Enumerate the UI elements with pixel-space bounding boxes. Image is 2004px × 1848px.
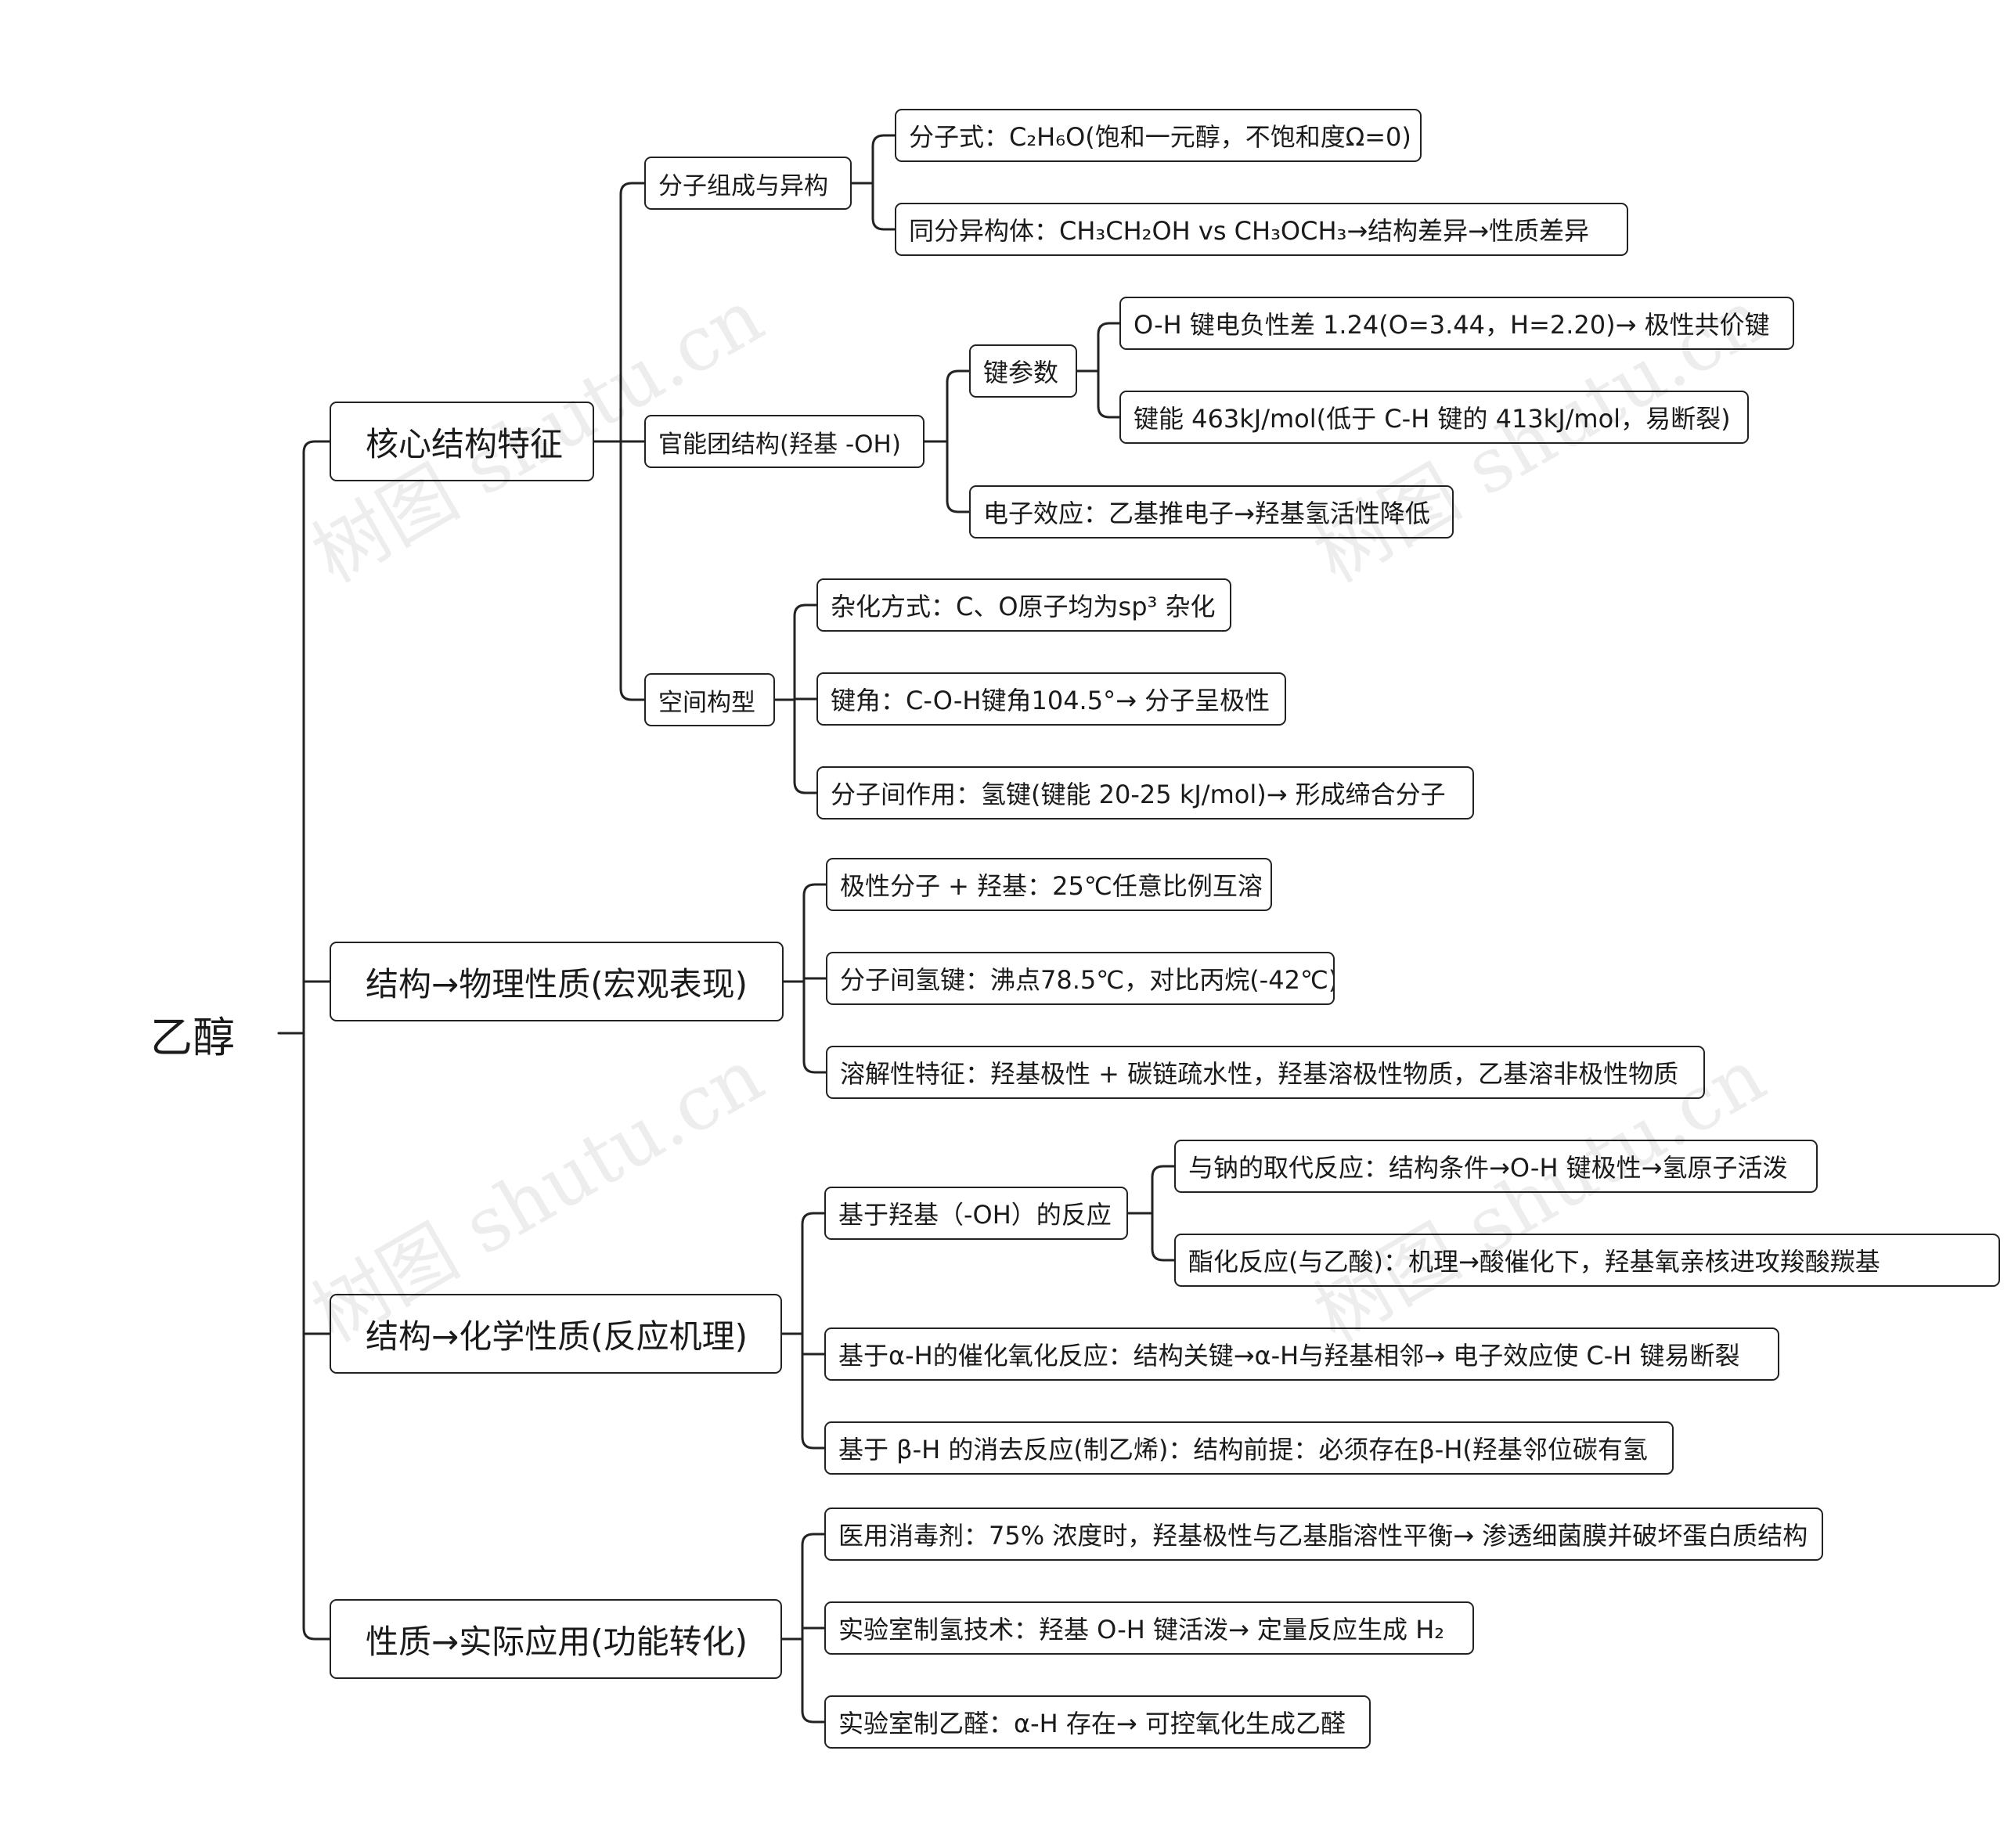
branch-chemical-properties[interactable]: 结构→化学性质(反应机理) [330, 1294, 782, 1374]
leaf-miscibility[interactable]: 极性分子 + 羟基：25℃任意比例互溶 [826, 858, 1272, 911]
branch-core-structure[interactable]: 核心结构特征 [330, 402, 594, 481]
leaf-electronegativity[interactable]: O-H 键电负性差 1.24(O=3.44，H=2.20)→ 极性共价键 [1119, 297, 1794, 350]
leaf-alpha-h-oxidation[interactable]: 基于α-H的催化氧化反应：结构关键→α-H与羟基相邻→ 电子效应使 C-H 键易… [824, 1327, 1779, 1381]
node-spatial-configuration[interactable]: 空间构型 [644, 673, 775, 726]
leaf-beta-h-elimination[interactable]: 基于 β-H 的消去反应(制乙烯)：结构前提：必须存在β-H(羟基邻位碳有氢 [824, 1421, 1674, 1475]
leaf-hydrogen-production[interactable]: 实验室制氢技术：羟基 O-H 键活泼→ 定量反应生成 H₂ [824, 1601, 1474, 1655]
node-composition-isomerism[interactable]: 分子组成与异构 [644, 157, 852, 210]
branch-physical-properties[interactable]: 结构→物理性质(宏观表现) [330, 942, 784, 1021]
node-functional-group[interactable]: 官能团结构(羟基 -OH) [644, 415, 925, 468]
leaf-hybridization[interactable]: 杂化方式：C、O原子均为sp³ 杂化 [816, 578, 1231, 632]
leaf-electronic-effect[interactable]: 电子效应：乙基推电子→羟基氢活性降低 [969, 485, 1454, 539]
node-hydroxyl-reactions[interactable]: 基于羟基（-OH）的反应 [824, 1187, 1128, 1240]
leaf-bond-energy[interactable]: 键能 463kJ/mol(低于 C-H 键的 413kJ/mol，易断裂) [1119, 391, 1749, 444]
leaf-intermolecular-forces[interactable]: 分子间作用：氢键(键能 20-25 kJ/mol)→ 形成缔合分子 [816, 766, 1474, 820]
leaf-boiling-point[interactable]: 分子间氢键：沸点78.5℃，对比丙烷(-42℃) [826, 952, 1335, 1005]
leaf-esterification[interactable]: 酯化反应(与乙酸)：机理→酸催化下，羟基氧亲核进攻羧酸羰基 [1174, 1234, 2000, 1287]
node-bond-parameters[interactable]: 键参数 [969, 344, 1077, 398]
leaf-solubility[interactable]: 溶解性特征：羟基极性 + 碳链疏水性，羟基溶极性物质，乙基溶非极性物质 [826, 1046, 1705, 1099]
leaf-acetaldehyde-production[interactable]: 实验室制乙醛：α-H 存在→ 可控氧化生成乙醛 [824, 1695, 1371, 1749]
leaf-medical-disinfectant[interactable]: 医用消毒剂：75% 浓度时，羟基极性与乙基脂溶性平衡→ 渗透细菌膜并破坏蛋白质结… [824, 1508, 1823, 1561]
leaf-molecular-formula[interactable]: 分子式：C₂H₆O(饱和一元醇，不饱和度Ω=0) [895, 109, 1422, 162]
leaf-bond-angle[interactable]: 键角：C-O-H键角104.5°→ 分子呈极性 [816, 672, 1286, 726]
leaf-sodium-substitution[interactable]: 与钠的取代反应：结构条件→O-H 键极性→氢原子活泼 [1174, 1140, 1818, 1193]
branch-applications[interactable]: 性质→实际应用(功能转化) [330, 1599, 782, 1679]
root-node[interactable]: 乙醇 [150, 1012, 235, 1062]
leaf-isomers[interactable]: 同分异构体：CH₃CH₂OH vs CH₃OCH₃→结构差异→性质差异 [895, 203, 1628, 256]
